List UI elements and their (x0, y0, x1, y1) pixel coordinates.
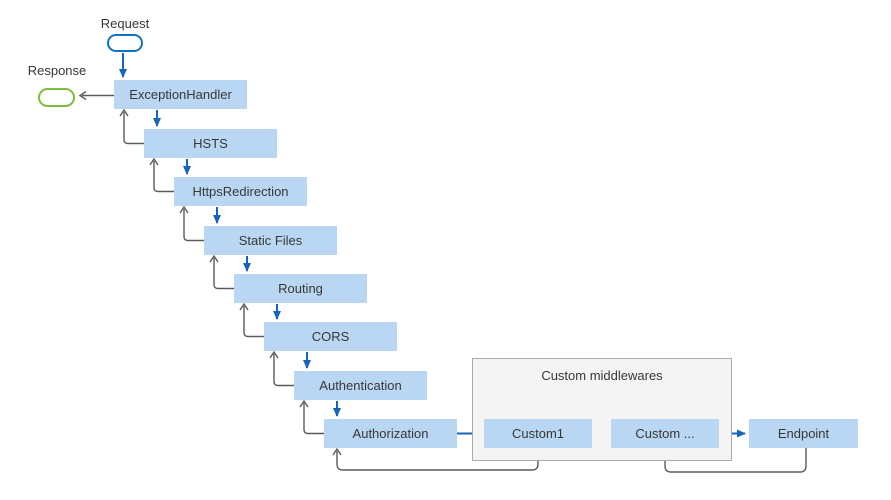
node-cors: CORS (264, 322, 397, 351)
node-exceptionhandler: ExceptionHandler (114, 80, 247, 109)
response-label: Response (27, 63, 87, 78)
node-custom-ellipsis: Custom ... (611, 419, 719, 448)
return-staticfiles-to-httpsredirection (179, 205, 204, 242)
node-custom1: Custom1 (484, 419, 592, 448)
custom-middlewares-title: Custom middlewares (541, 368, 663, 383)
node-hsts: HSTS (144, 129, 277, 158)
response-terminal (38, 88, 75, 107)
return-hsts-to-exceptionhandler (119, 108, 144, 145)
node-routing: Routing (234, 274, 367, 303)
node-httpsredirection: HttpsRedirection (174, 177, 307, 206)
return-routing-to-staticfiles (209, 254, 234, 290)
return-authorization-to-authentication (299, 399, 324, 435)
request-label: Request (100, 16, 150, 31)
node-staticfiles: Static Files (204, 226, 337, 255)
return-authentication-to-cors (269, 350, 294, 387)
node-authentication: Authentication (294, 371, 427, 400)
request-terminal (107, 34, 143, 52)
node-endpoint: Endpoint (749, 419, 858, 448)
return-endpoint-to-custom-ellipsis (660, 447, 807, 473)
node-authorization: Authorization (324, 419, 457, 448)
return-httpsredirection-to-hsts (149, 157, 174, 193)
return-custom1-to-authorization (332, 447, 539, 471)
return-cors-to-routing (239, 302, 264, 338)
